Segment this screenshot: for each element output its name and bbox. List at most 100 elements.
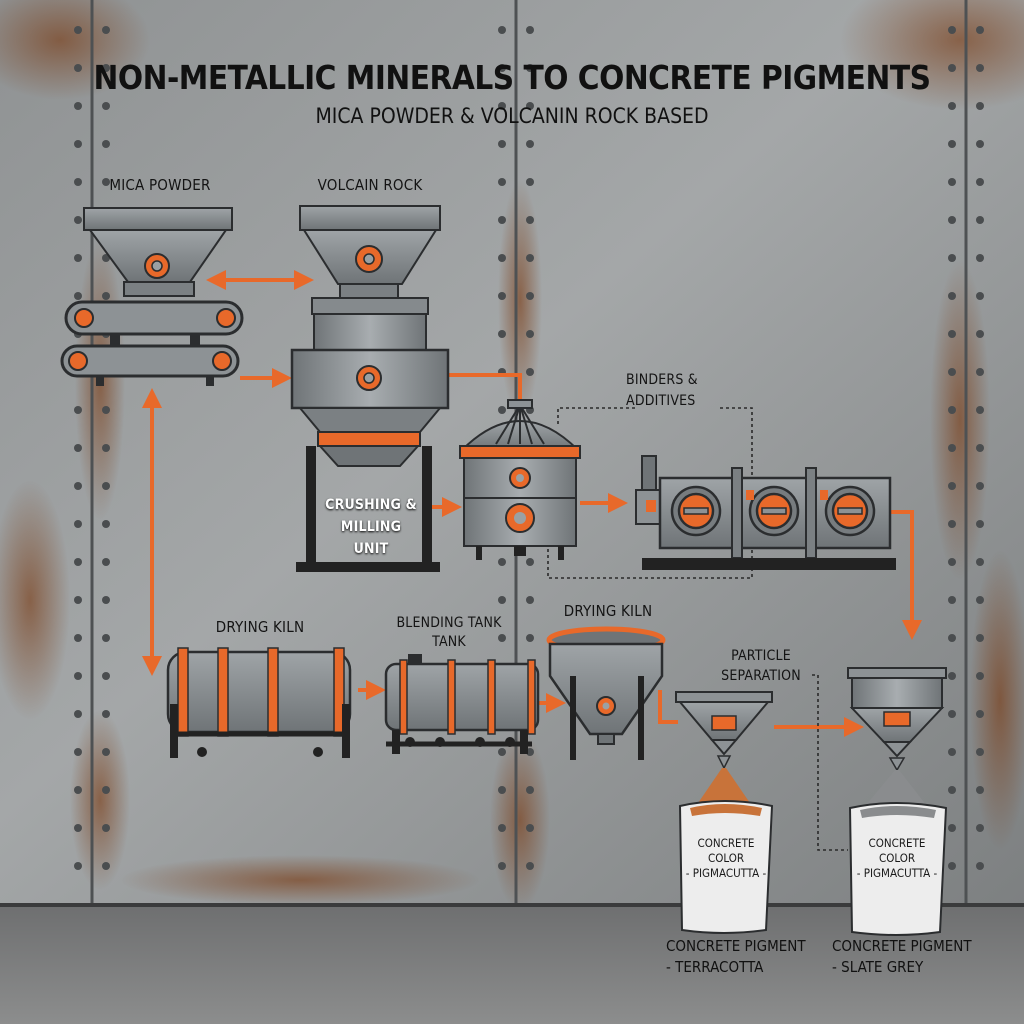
rivet	[948, 710, 956, 718]
bag-label-terracotta: CONCRETE COLOR - PIGMACUTTA -	[685, 836, 767, 880]
particle-separator-1	[675, 691, 773, 806]
rivet	[976, 292, 984, 300]
rivet	[526, 634, 534, 642]
central-mixing-tank	[459, 399, 581, 560]
rivet	[498, 406, 506, 414]
rivet	[948, 406, 956, 414]
horizontal-ball-mill	[635, 455, 896, 570]
rivet	[948, 824, 956, 832]
rivet	[948, 140, 956, 148]
rivet	[948, 634, 956, 642]
rivet	[948, 254, 956, 262]
rivet	[102, 596, 110, 604]
rivet	[526, 102, 534, 110]
rivet	[498, 26, 506, 34]
rivet	[74, 634, 82, 642]
rivet	[526, 64, 534, 72]
flow-arrows	[142, 270, 922, 737]
rivet	[74, 596, 82, 604]
rivet	[74, 748, 82, 756]
crushing-milling-unit	[290, 297, 450, 572]
rivet	[102, 292, 110, 300]
rivet	[74, 710, 82, 718]
rivet	[948, 748, 956, 756]
rivet	[948, 178, 956, 186]
rivet	[948, 862, 956, 870]
rivet	[74, 482, 82, 490]
volcanic-rock-hopper	[299, 205, 441, 299]
rivet	[102, 406, 110, 414]
rivet	[948, 330, 956, 338]
rivet	[976, 558, 984, 566]
rivet	[74, 64, 82, 72]
rivet	[976, 368, 984, 376]
rivet	[976, 862, 984, 870]
rivet	[948, 558, 956, 566]
rivet	[526, 862, 534, 870]
rivet	[102, 672, 110, 680]
label-binders-additives: BINDERS & ADDITIVES	[626, 372, 698, 409]
rivet	[948, 216, 956, 224]
pigment-bag-slate-grey	[848, 802, 948, 936]
pigment-bag-terracotta	[678, 800, 774, 934]
rivet	[976, 672, 984, 680]
rivet	[526, 330, 534, 338]
drying-kiln-2	[546, 626, 666, 760]
label-mica-powder: MICA POWDER	[109, 176, 211, 194]
label-volcanic-rock: VOLCAIN ROCK	[317, 176, 423, 194]
rivet	[102, 634, 110, 642]
label-blending-tank: BLENDING TANK TANK	[396, 615, 502, 650]
output-terracotta: CONCRETE PIGMENT - TERRACOTTA	[666, 937, 806, 976]
rivet	[74, 292, 82, 300]
rivet	[948, 292, 956, 300]
dotted-connectors	[547, 407, 848, 851]
rivet	[74, 520, 82, 528]
rivet	[948, 672, 956, 680]
bag-label-slate-grey: CONCRETE COLOR - PIGMACUTTA -	[856, 836, 938, 880]
particle-separator-2	[847, 667, 947, 810]
rivet	[948, 596, 956, 604]
rivet	[526, 292, 534, 300]
rivet	[976, 824, 984, 832]
rivet	[976, 444, 984, 452]
label-drying-kiln-2: DRYING KILN	[563, 602, 653, 620]
rivet	[498, 824, 506, 832]
rivet	[74, 444, 82, 452]
rivet	[498, 558, 506, 566]
rivet	[526, 558, 534, 566]
label-particle-separation: PARTICLE SEPARATION	[721, 648, 801, 684]
output-slate-grey: CONCRETE PIGMENT - SLATE GREY	[832, 937, 972, 976]
conveyor-belts	[60, 300, 244, 386]
rivet	[526, 254, 534, 262]
rivet	[976, 140, 984, 148]
rivet	[102, 824, 110, 832]
rivet	[74, 672, 82, 680]
rivet	[498, 596, 506, 604]
rivet	[498, 178, 506, 186]
rivet	[102, 482, 110, 490]
rivet	[948, 482, 956, 490]
rivet	[976, 634, 984, 642]
rivet	[498, 330, 506, 338]
rivet	[74, 786, 82, 794]
rivet	[976, 216, 984, 224]
rivet	[498, 862, 506, 870]
rivet	[498, 216, 506, 224]
rivet	[948, 102, 956, 110]
rivet	[526, 178, 534, 186]
rivet	[976, 482, 984, 490]
rivet	[976, 786, 984, 794]
rivet	[74, 824, 82, 832]
rivet	[102, 862, 110, 870]
drying-kiln-1	[166, 647, 352, 758]
rivet	[976, 406, 984, 414]
rivet	[102, 178, 110, 186]
rivet	[526, 216, 534, 224]
rivet	[976, 748, 984, 756]
rivet	[498, 748, 506, 756]
rivet	[976, 26, 984, 34]
rivet	[74, 406, 82, 414]
rivet	[526, 368, 534, 376]
label-crushing-milling-unit: CRUSHING & MILLING UNIT	[325, 497, 417, 557]
